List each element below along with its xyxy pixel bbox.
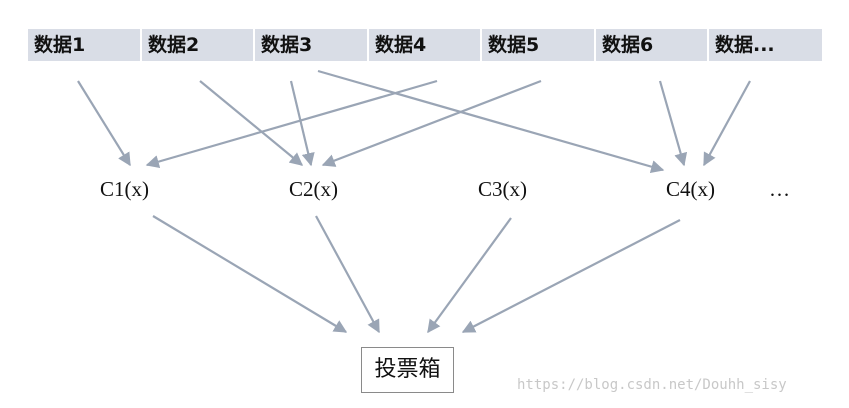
data-source-more: 数据... <box>709 29 822 61</box>
data-source-4: 数据4 <box>369 29 480 61</box>
arrow-c2-vote <box>315 215 380 334</box>
watermark: https://blog.csdn.net/Douhh_sisy <box>517 377 787 393</box>
arrow-datamore-c4 <box>703 80 751 167</box>
classifier-ellipsis: … <box>769 177 790 201</box>
data-source-2: 数据2 <box>142 29 253 61</box>
data-source-1: 数据1 <box>28 29 140 61</box>
arrow-data6-c4 <box>658 80 688 167</box>
classifier-c4: C4(x) <box>666 177 715 201</box>
arrow-data4-c1 <box>145 79 438 169</box>
arrow-c3-vote <box>427 217 512 334</box>
arrow-c1-vote <box>152 215 348 333</box>
data-source-6: 数据6 <box>596 29 707 61</box>
classifier-c3: C3(x) <box>478 177 527 201</box>
arrow-c4-vote <box>461 219 681 333</box>
classifier-c1: C1(x) <box>100 177 149 201</box>
arrow-data3-c2 <box>289 80 315 167</box>
arrow-data2-c2 <box>199 80 304 166</box>
arrow-data1-c1 <box>77 80 131 167</box>
arrow-data5-c2 <box>321 79 542 167</box>
data-source-5: 数据5 <box>482 29 594 61</box>
vote-box: 投票箱 <box>361 347 454 393</box>
arrow-data3-c4 <box>317 69 665 174</box>
data-bar: 数据1 数据2 数据3 数据4 数据5 数据6 数据... <box>28 29 822 61</box>
classifier-c2: C2(x) <box>289 177 338 201</box>
data-source-3: 数据3 <box>255 29 367 61</box>
